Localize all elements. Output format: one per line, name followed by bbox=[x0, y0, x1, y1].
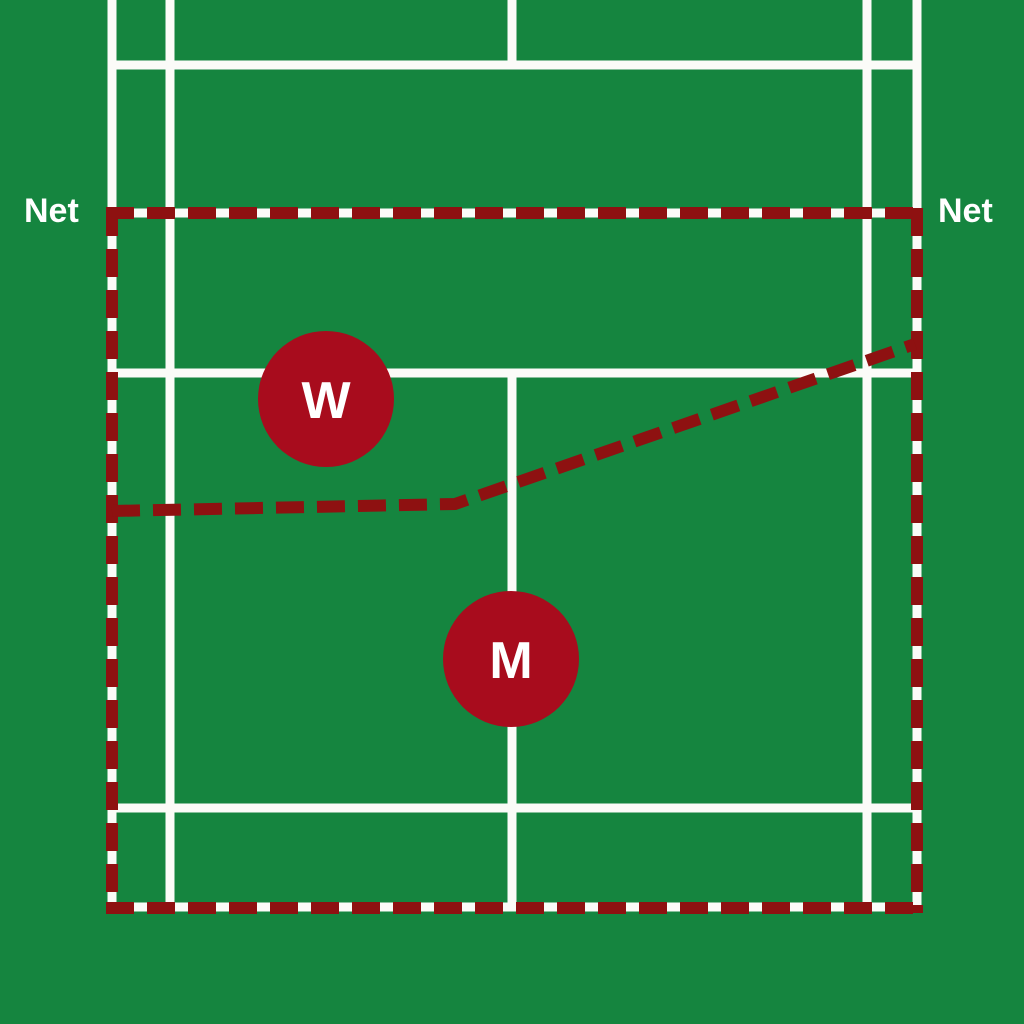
player-marker-w-label: W bbox=[301, 372, 351, 430]
net-label-right: Net bbox=[938, 192, 993, 230]
coverage-split-line bbox=[111, 338, 917, 517]
coverage-zone bbox=[106, 207, 923, 914]
player-marker-m-label: M bbox=[489, 632, 532, 690]
player-marker-m-circle bbox=[443, 591, 579, 727]
player-marker-w-circle bbox=[258, 331, 394, 467]
player-marker-m: M bbox=[443, 591, 579, 727]
net-label-left: Net bbox=[24, 192, 79, 230]
player-marker-w: W bbox=[258, 331, 394, 467]
